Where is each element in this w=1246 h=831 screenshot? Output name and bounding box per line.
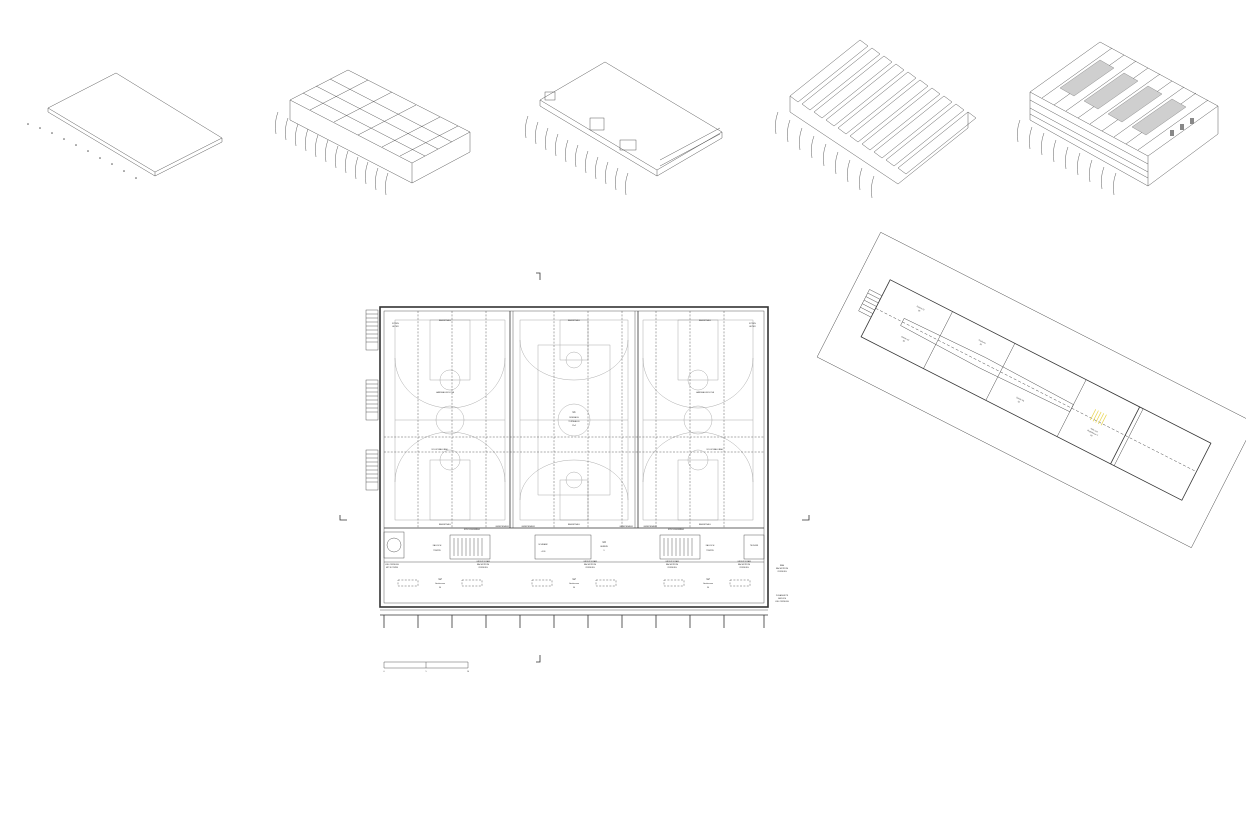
gallery-room-1-area: 85 [918, 310, 921, 313]
axo-step-2-structure [275, 69, 471, 196]
equip-room-1-name: Geräteraum [435, 582, 446, 585]
axo-step-5-complete [1017, 41, 1219, 196]
gallery-room-5-name: Aktiv und [1090, 427, 1098, 433]
level-mark: +3.36 [541, 551, 546, 553]
label-volleyball-2: VOLLEYBALL/BALL [706, 448, 723, 451]
section-marker-left [339, 515, 347, 521]
small-room-name: GERÄTE [600, 545, 609, 548]
gym-hall: BASKETBALL BASKETBALL BASKETBALL BASKETB… [384, 311, 764, 529]
gallery-room-4-area: 30 [1017, 401, 1020, 404]
annot-mid-b3: ÖFFNUNG [585, 566, 595, 569]
annot-right-a2: NACHSTROM [738, 563, 751, 566]
label-geraetraum-1: GERÄTERAUM [495, 525, 509, 528]
annot-right-a3: ÖFFNUNG [739, 566, 749, 569]
label-volleyball-1: VOLLEYBALL/BALL [431, 448, 448, 451]
label-basketball-1: BASKETBALL [439, 319, 451, 322]
equip-room-2-name: Geräteraum [569, 582, 580, 585]
equip-room-3-area: 90 [707, 587, 709, 589]
label-sitzen-left: SITZEN [392, 323, 399, 325]
hall-number: 1.1 [572, 412, 576, 414]
section-marker-top [536, 272, 541, 280]
equipment-rooms: 1.2 Geräteraum 90 1.2 Geräteraum 90 1.2 … [397, 579, 751, 589]
gallery-room-5-name2: Begleitraum 2 [1087, 429, 1099, 437]
axonometric-sequence [27, 39, 1219, 199]
annot-mid-b2: NACHSTROM [584, 563, 597, 566]
plan-annotations: LIBL ÖFFNUNG MIT NOTIZEN GROUP F RAM NAC… [385, 560, 789, 603]
label-basketball-3: BASKETBALL [699, 319, 711, 322]
gallery-room-3-area: 30 [979, 343, 982, 346]
annot-mid-1: GROUP F RAM [476, 560, 490, 563]
label-leiter-left: LEITER [392, 326, 399, 328]
label-treppe-1: TREPPE [433, 550, 441, 552]
small-room-number: 1.3 [602, 542, 606, 544]
gallery-room-4-name: Galerie 03 [1015, 396, 1024, 403]
equip-room-1-number: 1.2 [438, 579, 442, 581]
label-sprossenwand-2: SPROSSENWAND [668, 528, 685, 531]
gallery-room-2-name: Galerie 02 [901, 335, 910, 342]
equip-room-3-number: 1.2 [706, 579, 710, 581]
outer-walls [379, 306, 769, 616]
label-geraetraum-4: GERÄTERAUM [643, 525, 657, 528]
label-sitzen-right: SITZEN [749, 323, 756, 325]
label-handball-1: HANDBALL/BOCCIA [436, 391, 454, 394]
label-sprossenwand-1: SPROSSENWAND [464, 528, 481, 531]
annot-right-2: NACHSTROM [776, 567, 789, 570]
annot-mid-3: ÖFFNUNG [478, 566, 488, 569]
gallery-room-5-area: 68 [1090, 435, 1093, 438]
label-basketball-4: BASKETBALL [439, 523, 451, 526]
annot-right-6: LIBL ÖFFNUNG [775, 600, 789, 603]
annot-right-3: ÖFFNUNG [777, 570, 787, 573]
label-geraetraum-3: GERÄTERAUM [619, 525, 633, 528]
label-treppe-2: TREPPE [706, 550, 714, 552]
section-marker-right [802, 515, 810, 521]
label-fallsch-2: FALLSCH [706, 544, 715, 547]
floor-plan: BASKETBALL BASKETBALL BASKETBALL BASKETB… [339, 272, 810, 673]
equip-room-2-number: 1.2 [572, 579, 576, 581]
label-technik: TECHNIK [750, 545, 759, 547]
label-leiter-right: LEITER [749, 326, 756, 328]
annot-right-4: ZUGANGSITS [776, 594, 789, 597]
label-basketball-6: BASKETBALL [699, 523, 711, 526]
small-room-area: 9 [603, 550, 604, 552]
hall-line1: DREIFACH [569, 416, 579, 419]
service-strip: GERÄTERAUM GERÄTERAUM GERÄTERAUM GERÄTER… [383, 525, 765, 563]
axo-step-3-roof [525, 61, 723, 196]
label-schrank: SCHRANK [538, 543, 548, 546]
label-basketball-2: BASKETBALL [568, 319, 580, 322]
label-handball-2: HANDBALL/BOCCIA [696, 391, 714, 394]
gallery-plan: Galerie 01 85 Galerie 02 85 Flurflucht 3… [816, 232, 1246, 548]
scale-mid: 5 [425, 671, 426, 673]
annot-right-5: GERUCH [778, 598, 787, 600]
equip-room-1-area: 90 [439, 587, 441, 589]
annot-left-2: MIT NOTIZEN [386, 567, 399, 569]
gallery-room-1-name: Galerie 01 [916, 305, 925, 312]
label-geraetraum-2: GERÄTERAUM [521, 525, 535, 528]
hall-line2: TURNHALLE [568, 420, 580, 423]
gallery-room-2-area: 85 [902, 340, 905, 343]
gallery-room-3-name: Flurflucht [978, 339, 987, 345]
scale-end: 10 [467, 671, 469, 673]
equip-room-3-name: Geräteraum [703, 582, 714, 585]
axo-step-1-slab [27, 72, 223, 179]
section-marker-bottom [536, 655, 541, 663]
hall-size: 12x2 [572, 425, 576, 427]
scale-bar: 0 5 10 [383, 661, 469, 673]
annot-mid-c1: GROUP F RAM [665, 560, 679, 563]
facade-columns [383, 615, 765, 628]
annot-left-1: LIBL ÖFFNUNG [385, 563, 399, 566]
axo-step-4-fins [775, 39, 977, 199]
exterior-stairs [365, 309, 379, 491]
annot-mid-c3: ÖFFNUNG [667, 566, 677, 569]
scale-start: 0 [383, 671, 384, 673]
annot-right-1: RAM [780, 564, 785, 567]
label-basketball-5: BASKETBALL [568, 523, 580, 526]
annot-right-a1: GROUP F RAM [737, 560, 751, 563]
label-fallsch-1: FALLSCH [433, 544, 442, 547]
annot-mid-2: NACHSTROM [477, 563, 490, 566]
annot-mid-c2: NACHSTROM [666, 563, 679, 566]
equip-room-2-area: 90 [573, 587, 575, 589]
annot-mid-b1: GROUP F RAM [583, 560, 597, 563]
